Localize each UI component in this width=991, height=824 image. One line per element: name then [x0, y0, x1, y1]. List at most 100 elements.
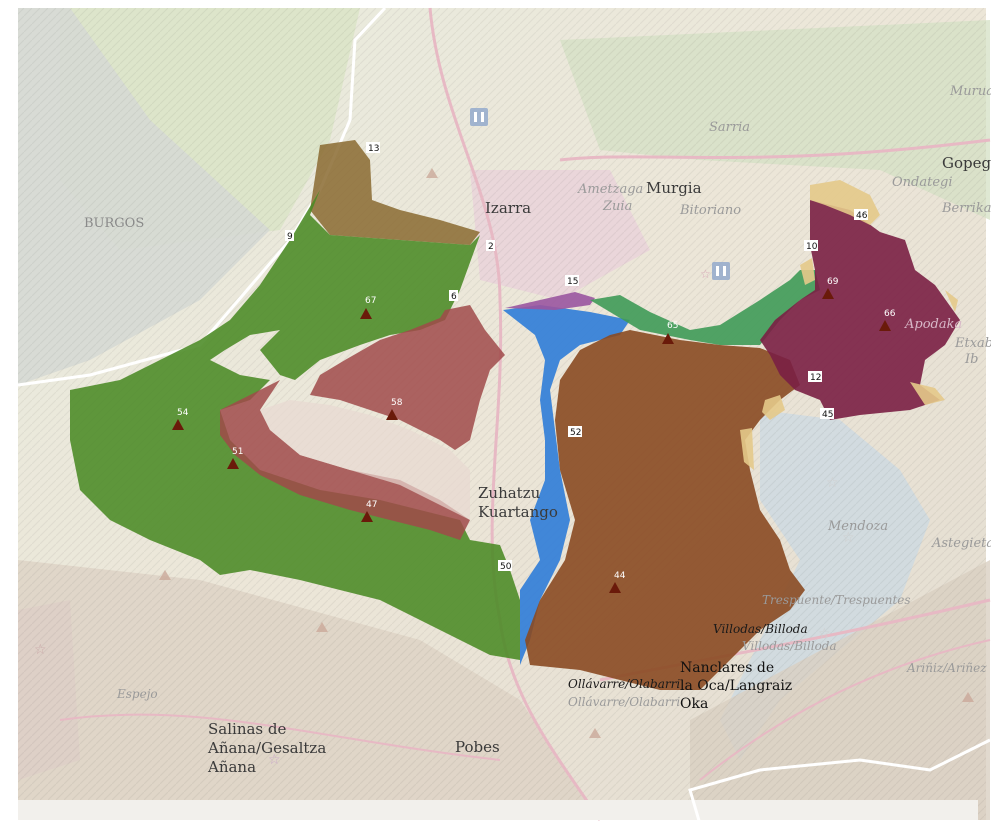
svg-text:44: 44 — [614, 571, 626, 581]
place-sarria: Sarria — [709, 120, 750, 135]
peak-marker-icon — [879, 320, 891, 331]
zone-red-58[interactable] — [310, 305, 505, 450]
boundary-number-15: 15 — [565, 275, 579, 287]
svg-text:66: 66 — [884, 309, 896, 319]
peak-66[interactable]: 66 — [879, 309, 896, 331]
boundary-numbers: 13 9 2 6 15 10 46 12 45 52 50 — [285, 142, 868, 572]
peak-69[interactable]: 69 — [822, 277, 839, 299]
zone-tan-4[interactable] — [910, 382, 945, 405]
star-icon: ☆ — [268, 752, 281, 768]
peak-54[interactable]: 54 — [172, 408, 189, 430]
svg-text:50: 50 — [500, 562, 512, 572]
place-nanclares-2: la Oca/Langraiz — [680, 678, 792, 694]
place-izarra: Izarra — [485, 199, 531, 217]
triangle-icon — [589, 728, 601, 738]
place-murua: Murua — [949, 84, 991, 99]
zone-red-47[interactable] — [220, 380, 470, 540]
triangle-icon — [426, 168, 438, 178]
peak-67[interactable]: 67 — [360, 296, 376, 319]
zone-tan-5[interactable] — [945, 290, 958, 312]
boundary-number-50: 50 — [498, 560, 512, 572]
zone-green[interactable] — [70, 190, 520, 660]
zone-purple[interactable] — [760, 200, 960, 420]
place-arinez: Ariñiz/Ariñez — [906, 661, 987, 675]
svg-text:65: 65 — [667, 321, 678, 331]
peak-65[interactable]: 65 — [662, 321, 678, 344]
place-gopegi: Gopegi — [942, 154, 991, 172]
place-salinas-1: Salinas de — [208, 720, 286, 738]
svg-text:13: 13 — [368, 144, 379, 154]
zone-brown[interactable] — [525, 330, 805, 690]
boundary-number-6: 6 — [449, 290, 458, 302]
parking-icon — [470, 108, 488, 126]
place-burgos: BURGOS — [84, 216, 144, 231]
place-ondategi: Ondategi — [892, 175, 953, 190]
place-trespuentes: Trespuente/Trespuentes — [762, 593, 911, 607]
boundary-number-2: 2 — [486, 240, 495, 252]
parking-icon — [712, 262, 730, 280]
peak-marker-icon — [609, 582, 621, 593]
svg-text:47: 47 — [366, 500, 377, 510]
place-mendoza: Mendoza — [827, 519, 888, 534]
boundary-number-45: 45 — [820, 408, 834, 420]
basemap — [18, 7, 991, 821]
place-villodas-dark: Villodas/Billoda — [713, 622, 808, 636]
svg-text:67: 67 — [365, 296, 376, 306]
place-bitoriano: Bitoriano — [679, 203, 741, 218]
peak-47[interactable]: 47 — [361, 500, 377, 522]
star-icon: ☆ — [842, 530, 855, 546]
place-nanclares-1: Nanclares de — [680, 660, 774, 676]
boundary-number-9: 9 — [285, 230, 294, 242]
peak-51[interactable]: 51 — [227, 447, 243, 469]
peak-marker-icon — [662, 333, 674, 344]
place-zuia: Zuia — [602, 199, 632, 214]
place-ollavarre-faint: Ollávarre/Olabarri — [568, 695, 680, 709]
triangle-icon — [159, 570, 171, 580]
svg-text:58: 58 — [391, 398, 403, 408]
svg-text:2: 2 — [488, 242, 494, 252]
zone-tan-3[interactable] — [762, 395, 785, 420]
peak-58[interactable]: 58 — [386, 398, 403, 420]
star-icon: ☆ — [826, 475, 839, 491]
boundary-number-10: 10 — [804, 240, 818, 252]
place-kuartango: Kuartango — [478, 503, 558, 521]
place-salinas-3: Añana — [207, 758, 256, 776]
boundary-number-52: 52 — [568, 426, 582, 438]
zone-teal[interactable] — [590, 270, 820, 345]
zone-tan-6[interactable] — [740, 428, 754, 470]
place-apodaka: Apodaka — [904, 317, 962, 332]
zone-magenta[interactable] — [505, 292, 595, 310]
peak-marker-icon — [361, 511, 373, 522]
place-espejo: Espejo — [116, 687, 158, 701]
place-murgia: Murgia — [646, 179, 702, 197]
star-icon: ☆ — [700, 267, 711, 281]
zone-tan-2[interactable] — [800, 258, 815, 285]
zone-olive[interactable] — [310, 140, 480, 245]
svg-text:15: 15 — [567, 277, 578, 287]
peak-marker-icon — [172, 419, 184, 430]
peaks: 67 58 54 51 47 65 69 66 44 — [172, 277, 896, 593]
place-ibarra: Ib — [964, 352, 978, 367]
svg-text:9: 9 — [287, 232, 293, 242]
triangle-icon — [316, 622, 328, 632]
peak-44[interactable]: 44 — [609, 571, 626, 593]
svg-text:6: 6 — [451, 292, 457, 302]
place-labels: BURGOS Izarra Murgia Ametzaga Zuia Bitor… — [84, 84, 991, 776]
svg-text:46: 46 — [856, 211, 868, 221]
svg-text:45: 45 — [822, 410, 833, 420]
svg-text:52: 52 — [570, 428, 581, 438]
place-etxabarri: Etxab — [954, 336, 991, 351]
place-zuhatzu: Zuhatzu — [478, 484, 541, 502]
zone-blue[interactable] — [503, 305, 630, 665]
map-symbols: ☆ ☆ ☆ ☆ ☆ ☆ — [34, 108, 974, 768]
star-icon: ☆ — [34, 642, 47, 658]
place-ollavarre-dark: Ollávarre/Olabarri — [568, 677, 680, 691]
peak-marker-icon — [386, 409, 398, 420]
boundary-number-13: 13 — [366, 142, 380, 154]
place-pobes: Pobes — [455, 738, 500, 756]
star-icon: ☆ — [818, 626, 831, 642]
svg-text:69: 69 — [827, 277, 839, 287]
place-villodas-faint: Villodas/Billoda — [742, 639, 837, 653]
